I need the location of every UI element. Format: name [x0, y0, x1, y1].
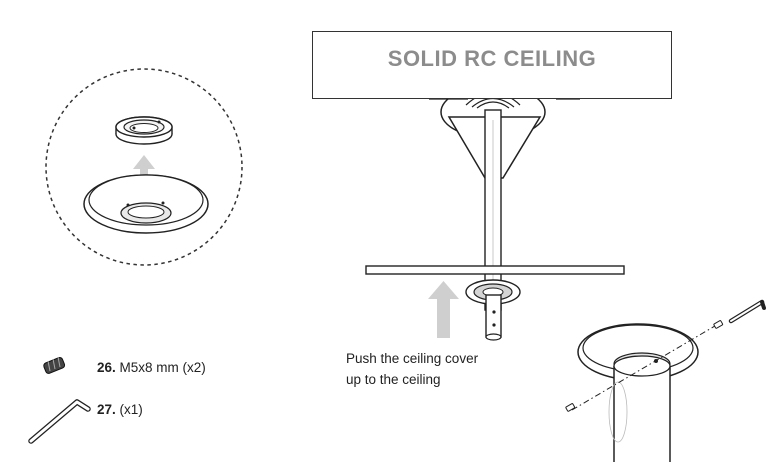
pole-assembly: [365, 85, 625, 341]
push-up-arrow-icon: [428, 281, 459, 338]
title-box: [312, 31, 672, 99]
set-screw-icon: [43, 356, 66, 374]
detail-circle: [45, 68, 243, 266]
part-27-description: (x1): [119, 402, 143, 417]
screw-detail: [565, 299, 766, 462]
instruction-text: Push the ceiling cover up to the ceiling: [346, 348, 478, 390]
detail-cover: [83, 174, 209, 234]
page-title: SOLID RC CEILING: [387, 46, 597, 71]
instruction-line-1: Push the ceiling cover: [346, 351, 479, 366]
part-26-description: M5x8 mm (x2): [119, 360, 206, 375]
instruction-line-2: up to the ceiling: [346, 372, 441, 387]
part-26-number: 26.: [97, 360, 116, 375]
part-27: 27. (x1): [97, 402, 143, 417]
part-26: 26. M5x8 mm (x2): [97, 360, 206, 375]
detail-cap: [115, 116, 173, 145]
part-27-number: 27.: [97, 402, 116, 417]
allen-key-icon: [28, 399, 91, 444]
detail-allen-key-icon: [728, 299, 766, 324]
